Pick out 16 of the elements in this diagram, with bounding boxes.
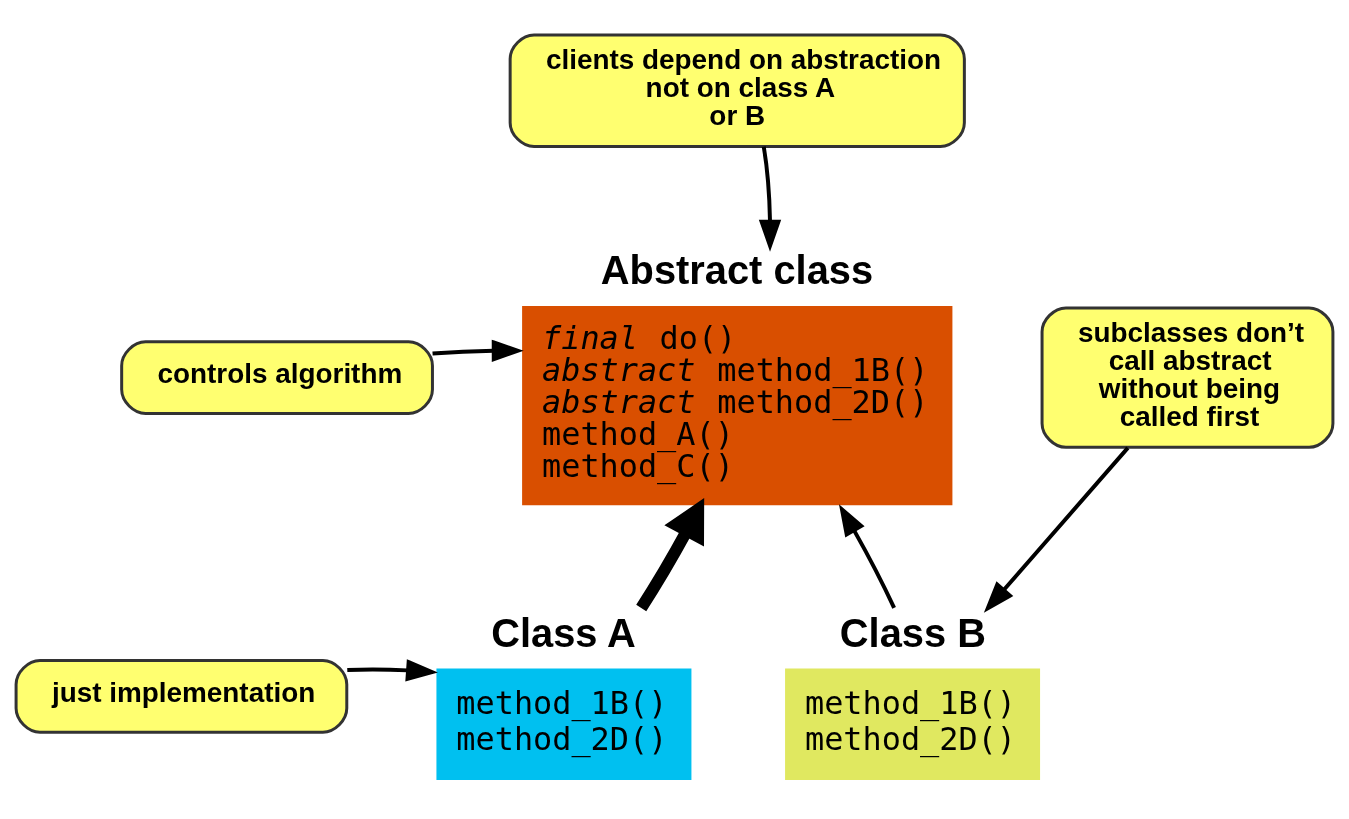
node-box: method_1B() method_2D() bbox=[436, 668, 692, 781]
node-label: Class B bbox=[839, 610, 986, 655]
arrow bbox=[636, 498, 705, 612]
node-box: clients depend on abstraction not on class A or B bbox=[508, 33, 966, 149]
node-box: controls algorithm bbox=[120, 340, 434, 415]
node-label: Abstract class bbox=[600, 247, 874, 292]
node-box: subclasses don’t call abstract without being called first bbox=[1040, 306, 1335, 449]
arrow bbox=[838, 504, 896, 609]
node-label: Class A bbox=[491, 610, 636, 655]
node-box: final do() abstract method_1B() abstract method_2D() method_A() method_C() bbox=[522, 305, 953, 506]
arrow bbox=[347, 659, 438, 682]
node-box: method_1B() method_2D() bbox=[785, 668, 1041, 781]
arrow bbox=[432, 339, 524, 362]
node-box: just implementation bbox=[14, 659, 349, 734]
arrow bbox=[983, 446, 1130, 613]
arrow bbox=[758, 146, 782, 252]
